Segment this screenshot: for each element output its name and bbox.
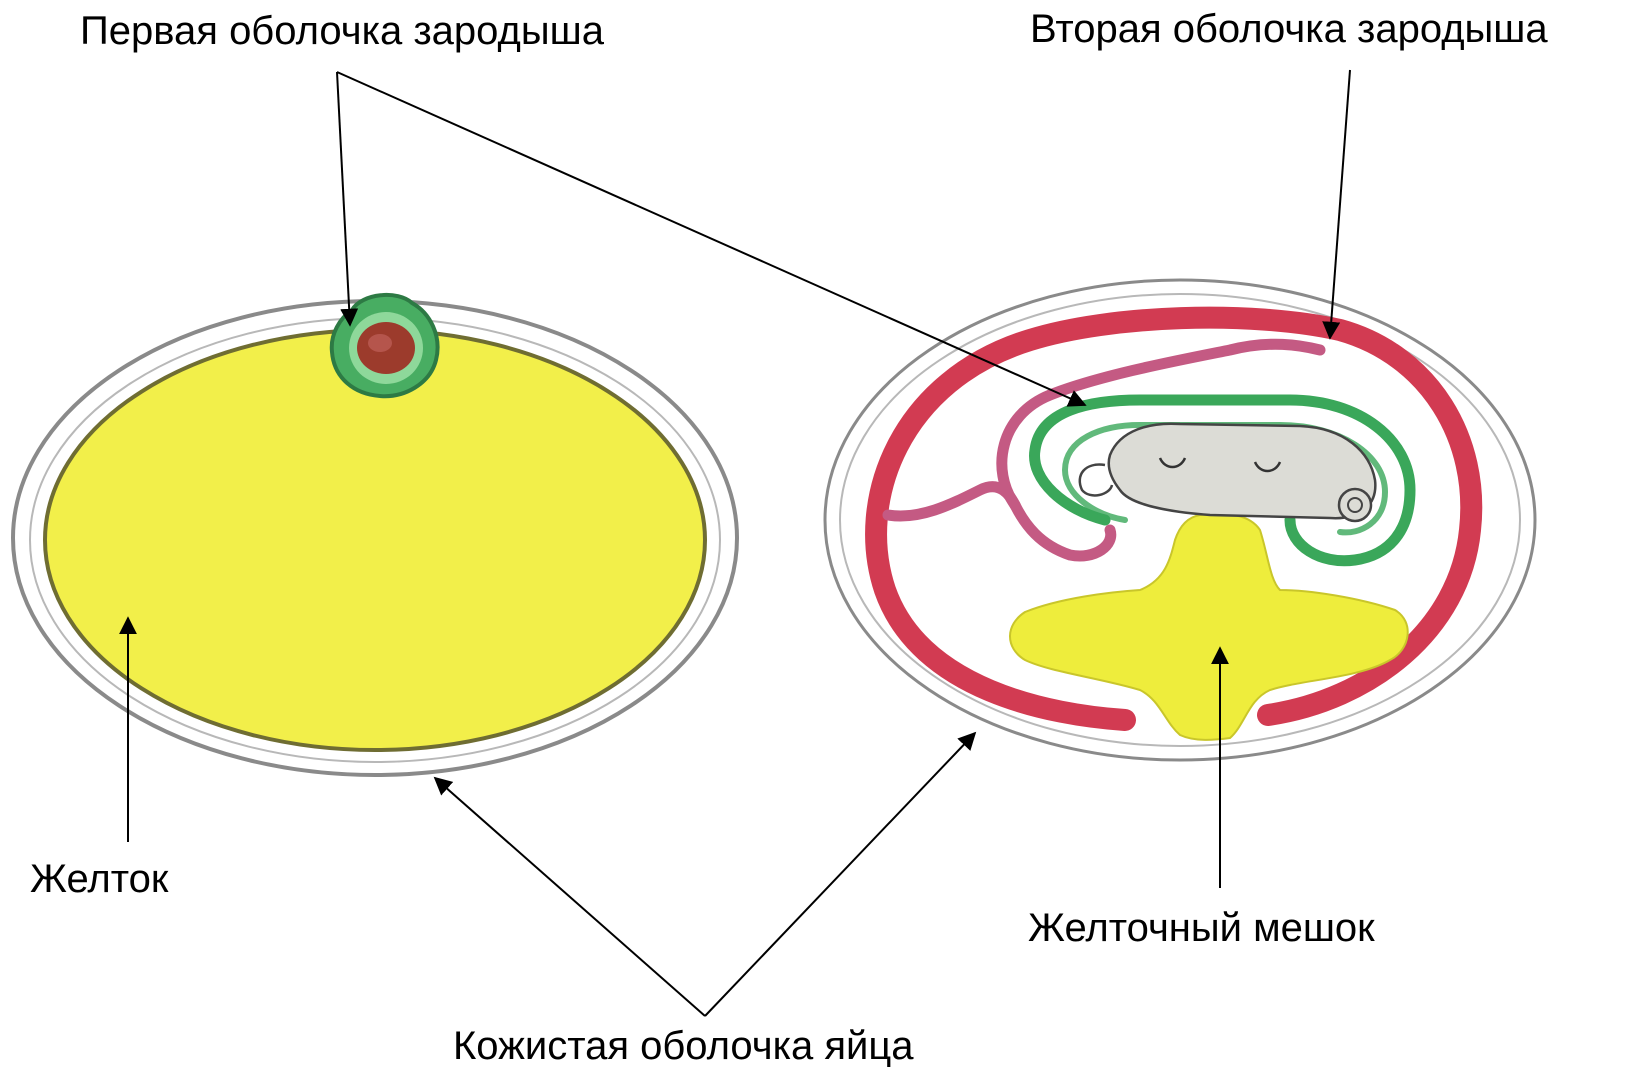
pointer-leathery-shell-left (435, 778, 705, 1016)
label-yolk: Желток (30, 856, 168, 902)
early-egg (13, 295, 737, 775)
label-second-membrane: Вторая оболочка зародыша (1030, 6, 1548, 52)
embryo-tail-coil (1339, 489, 1371, 521)
label-yolk-sac: Желточный мешок (1028, 905, 1375, 951)
pointer-leathery-shell-right (705, 733, 975, 1016)
pointer-second-membrane (1330, 70, 1350, 338)
pointer-first-membrane-left (337, 72, 350, 325)
label-leathery-shell: Кожистая оболочка яйца (453, 1023, 914, 1069)
embryo-body (1109, 424, 1376, 518)
early-embryo-disc-texture (368, 334, 392, 352)
developed-egg (825, 280, 1535, 760)
label-first-membrane: Первая оболочка зародыша (80, 8, 604, 54)
